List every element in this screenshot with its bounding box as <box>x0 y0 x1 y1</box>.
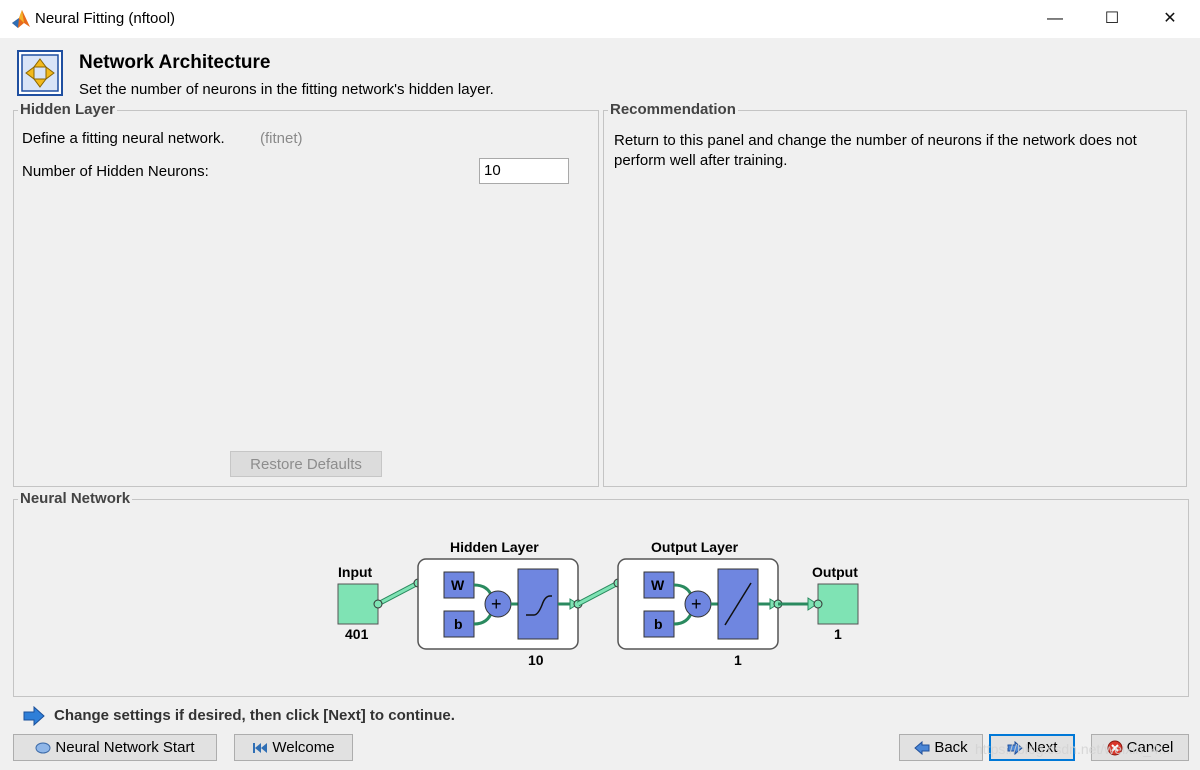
hidden-layer-panel: Hidden Layer Define a fitting neural net… <box>13 101 599 487</box>
output-node <box>817 583 859 625</box>
recommendation-legend: Recommendation <box>608 101 738 118</box>
hidden-layer-title: Hidden Layer <box>450 539 539 555</box>
output-count: 1 <box>834 626 842 642</box>
purelin-icon <box>724 582 752 626</box>
recommendation-text: Return to this panel and change the numb… <box>614 132 1137 169</box>
neural-network-start-label: Neural Network Start <box>55 739 195 756</box>
hidden-transfer-box <box>517 568 559 640</box>
hidden-size: 10 <box>528 652 544 668</box>
hidden-neurons-label: Number of Hidden Neurons: <box>22 163 209 180</box>
network-diagram: Input 401 Hidden Layer W b + 10 Output L… <box>337 539 859 668</box>
output-layer-title: Output Layer <box>651 539 739 555</box>
close-button[interactable]: ✕ <box>1163 10 1177 27</box>
maximize-button[interactable]: ☐ <box>1104 10 1120 27</box>
define-network-text: Define a fitting neural network. <box>22 130 225 147</box>
next-arrow-icon <box>1007 740 1023 755</box>
output-bias-box <box>643 610 675 638</box>
recommendation-panel: Recommendation Return to this panel and … <box>603 101 1187 487</box>
hidden-layer-legend: Hidden Layer <box>18 101 118 118</box>
back-button[interactable]: Back <box>899 734 983 761</box>
cancel-icon <box>1107 740 1123 755</box>
matlab-logo-icon <box>12 10 30 28</box>
arrow-right-icon <box>23 706 45 726</box>
output-size: 1 <box>734 652 742 668</box>
output-label: Output <box>812 564 858 580</box>
hidden-weight-label: W <box>451 577 465 593</box>
title-bar: Neural Fitting (nftool) — ☐ ✕ <box>0 0 1200 38</box>
welcome-label: Welcome <box>272 739 335 756</box>
page-subtitle: Set the number of neurons in the fitting… <box>79 81 494 98</box>
hidden-sum-symbol: + <box>491 594 502 614</box>
next-label: Next <box>1026 739 1058 756</box>
rewind-icon <box>253 742 268 753</box>
output-bias-label: b <box>654 616 663 632</box>
brain-icon <box>35 742 51 753</box>
next-button[interactable]: Next <box>989 734 1075 761</box>
neural-network-panel: Neural Network <box>13 490 1189 697</box>
welcome-button[interactable]: Welcome <box>234 734 353 761</box>
minimize-button[interactable]: — <box>1047 10 1063 27</box>
back-label: Back <box>934 739 968 756</box>
instruction-text: Change settings if desired, then click [… <box>54 707 455 724</box>
output-weight-label: W <box>651 577 665 593</box>
cancel-label: Cancel <box>1126 739 1174 756</box>
network-architecture-icon <box>17 50 63 96</box>
page-title: Network Architecture <box>79 52 271 73</box>
back-arrow-icon <box>914 740 930 755</box>
input-size: 401 <box>345 626 369 642</box>
neural-network-legend: Neural Network <box>18 490 133 507</box>
tansig-icon <box>526 595 552 616</box>
window-title: Neural Fitting (nftool) <box>35 10 176 27</box>
fitnet-hint: (fitnet) <box>260 130 303 147</box>
output-sum-symbol: + <box>691 594 702 614</box>
neural-network-start-button[interactable]: Neural Network Start <box>13 734 217 761</box>
output-transfer-box <box>717 568 759 640</box>
input-node <box>337 583 379 625</box>
cancel-button[interactable]: Cancel <box>1091 734 1189 761</box>
input-label: Input <box>338 564 373 580</box>
restore-defaults-button[interactable]: Restore Defaults <box>230 451 382 477</box>
hidden-neurons-input[interactable]: 10 <box>479 158 569 184</box>
watermark: https://blog.csdn.net/weixin_4... <box>975 741 1171 757</box>
hidden-bias-box <box>443 610 475 638</box>
hidden-bias-label: b <box>454 616 463 632</box>
